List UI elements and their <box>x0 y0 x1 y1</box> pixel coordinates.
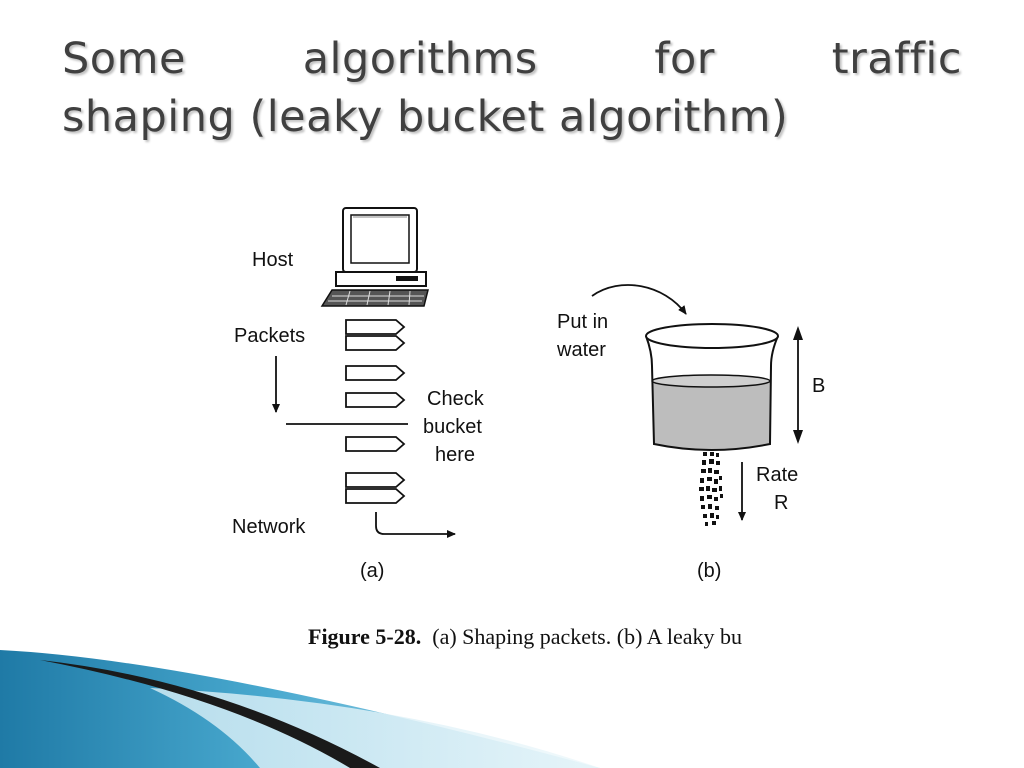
caption-text: (a) Shaping packets. (b) A leaky bu <box>432 624 743 649</box>
packet-icon <box>345 335 406 351</box>
figure-caption: Figure 5-28. (a) Shaping packets. (b) A … <box>308 624 862 650</box>
packet-icon <box>345 392 406 408</box>
network-label: Network <box>232 516 306 538</box>
packet-icon <box>345 436 406 452</box>
packet-stream <box>345 319 406 504</box>
bucket-icon <box>645 323 779 526</box>
network-arrow <box>375 512 456 538</box>
bucket-size-label: B <box>812 375 825 397</box>
check-label: here <box>435 444 475 466</box>
check-label: bucket <box>423 416 482 438</box>
host-label: Host <box>252 249 294 271</box>
packet-icon <box>345 365 406 381</box>
water-fill <box>652 381 771 449</box>
check-label: Check <box>427 388 485 410</box>
packet-icon <box>345 488 406 504</box>
rate-label: R <box>774 492 788 514</box>
panel-b-label: (b) <box>697 560 721 582</box>
panel-a-label: (a) <box>360 560 384 582</box>
title-word: for <box>654 34 715 84</box>
packets-label: Packets <box>234 325 305 347</box>
bucket-size-arrow <box>793 326 803 444</box>
title-line-2: shaping (leaky bucket algorithm) <box>62 92 789 142</box>
title-word: Some <box>62 34 186 84</box>
pour-arrow <box>591 284 687 315</box>
rate-label: Rate <box>756 464 798 486</box>
slide-title: Some algorithms for traffic shaping (lea… <box>62 30 962 146</box>
title-line-1: Some algorithms for traffic <box>62 30 962 88</box>
put-in-water-label: Put in <box>557 311 608 333</box>
put-in-water-label: water <box>556 339 606 361</box>
caption-number: Figure 5-28. <box>308 624 422 649</box>
packet-icon <box>345 319 406 335</box>
host-computer-icon <box>320 207 429 307</box>
title-word: traffic <box>831 34 962 84</box>
title-word: algorithms <box>302 34 538 84</box>
packet-icon <box>345 472 406 488</box>
